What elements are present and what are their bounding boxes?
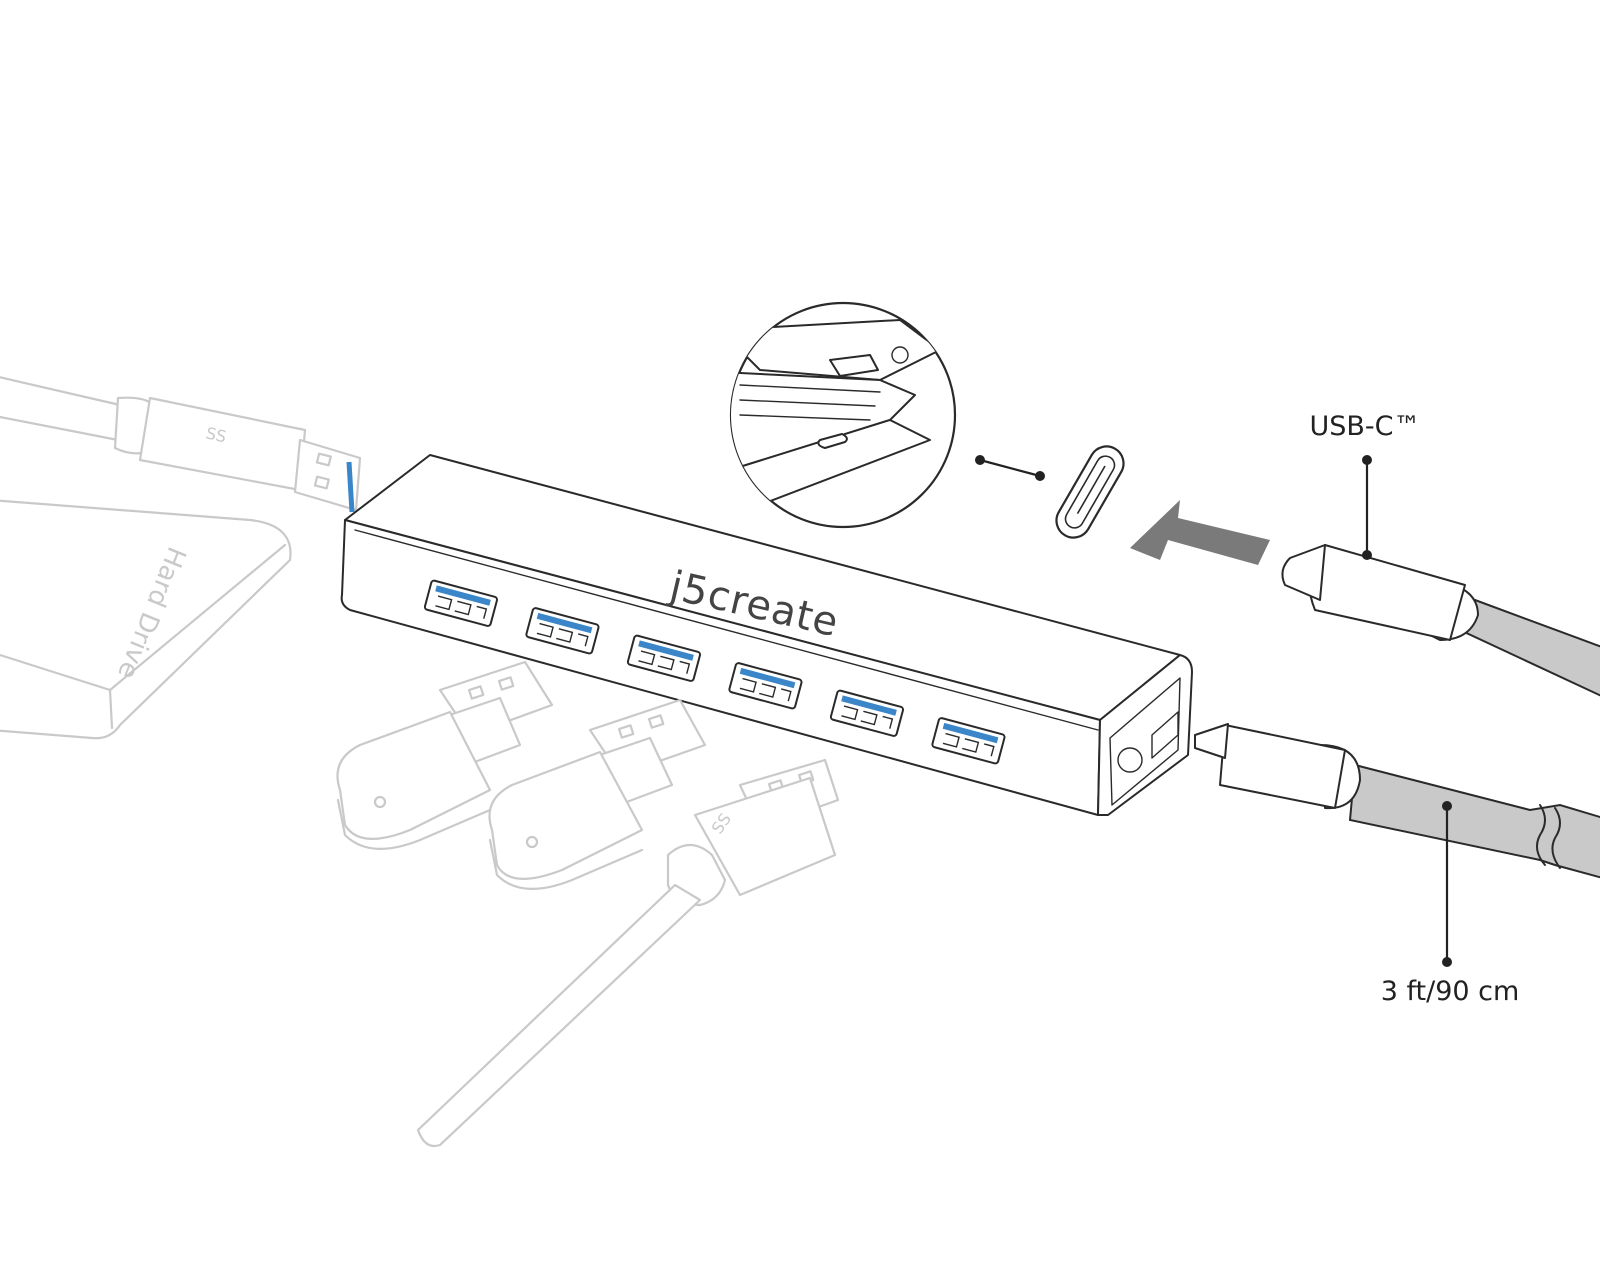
usb-a-port-3 xyxy=(626,634,702,682)
usb-c-cable xyxy=(1281,544,1600,697)
usb-c-label: USB-C™ xyxy=(1309,411,1420,442)
usb-c-receptacle-icon xyxy=(1055,445,1125,539)
hard-drive-illustration: Hard Drive xyxy=(0,499,292,740)
hub-front-face xyxy=(340,519,1101,816)
micro-b-cable xyxy=(1194,723,1600,879)
usb-a-port-tongue xyxy=(739,667,796,689)
usb-c-port-icon xyxy=(817,433,848,449)
cable-length-label: 3 ft/90 cm xyxy=(1381,976,1520,1007)
usb-a-port-tongue xyxy=(942,722,999,744)
micro-b-port-icon xyxy=(1151,711,1179,759)
usb-a-port-tongue xyxy=(435,585,491,606)
hub-end-face xyxy=(1097,654,1193,816)
usb-a-cable-top: SS xyxy=(0,376,362,513)
flash-drive-1 xyxy=(336,660,554,850)
usb-blue-tongue xyxy=(346,461,355,513)
superspeed-logo-icon: SS xyxy=(204,423,228,446)
usb-a-port-1 xyxy=(423,579,499,627)
usb-a-port-2 xyxy=(525,607,600,655)
usb-a-port-6 xyxy=(931,717,1006,765)
usb-a-cable-bottom: SS xyxy=(416,758,840,1148)
usb-hub: j5create xyxy=(340,454,1193,816)
usb-a-port-4 xyxy=(728,662,803,710)
usb-a-port-5 xyxy=(829,689,905,737)
flash-drive-2 xyxy=(488,698,707,890)
usb-a-port-row xyxy=(423,579,1006,765)
laptop-port-inset xyxy=(729,301,1125,539)
insert-direction-arrow-icon xyxy=(1130,500,1270,565)
power-jack-icon xyxy=(1117,747,1143,773)
usb-a-port-tongue xyxy=(841,695,897,716)
usb-a-port-tongue xyxy=(638,640,694,661)
usb-a-port-tongue xyxy=(536,612,593,634)
